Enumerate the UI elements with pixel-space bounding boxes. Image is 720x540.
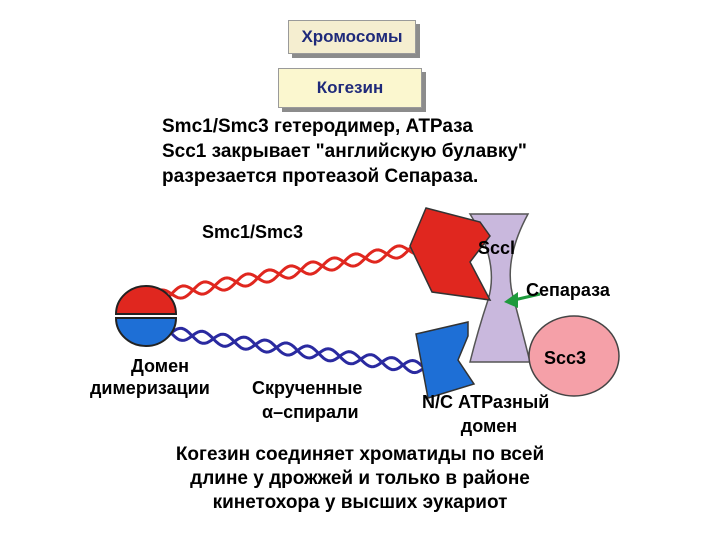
footer-line-1: Когезин соединяет хроматиды по всей: [0, 444, 720, 466]
atpase-label-2: домен: [422, 416, 556, 437]
dimerization-blue-half: [116, 318, 176, 346]
footer-line-3: кинетохора у высших эукариот: [0, 492, 720, 514]
dimerization-label-1: Домен: [110, 356, 210, 377]
atpase-label-1: N/C АТРазный: [422, 392, 549, 413]
dimerization-label-2: димеризации: [90, 378, 210, 399]
sccl-label: Sccl: [478, 238, 515, 259]
coiled-label-1: Скрученные: [252, 378, 362, 399]
scc3-label: Scc3: [544, 348, 586, 369]
smc-label: Smc1/Smc3: [202, 222, 303, 243]
separase-label: Сепараза: [526, 280, 610, 301]
red-helix-strand-b: [150, 242, 430, 298]
blue-atpase-head: [416, 322, 474, 398]
footer-line-2: длине у дрожжей и только в районе: [0, 468, 720, 490]
coiled-label-2: α–спирали: [262, 402, 359, 423]
